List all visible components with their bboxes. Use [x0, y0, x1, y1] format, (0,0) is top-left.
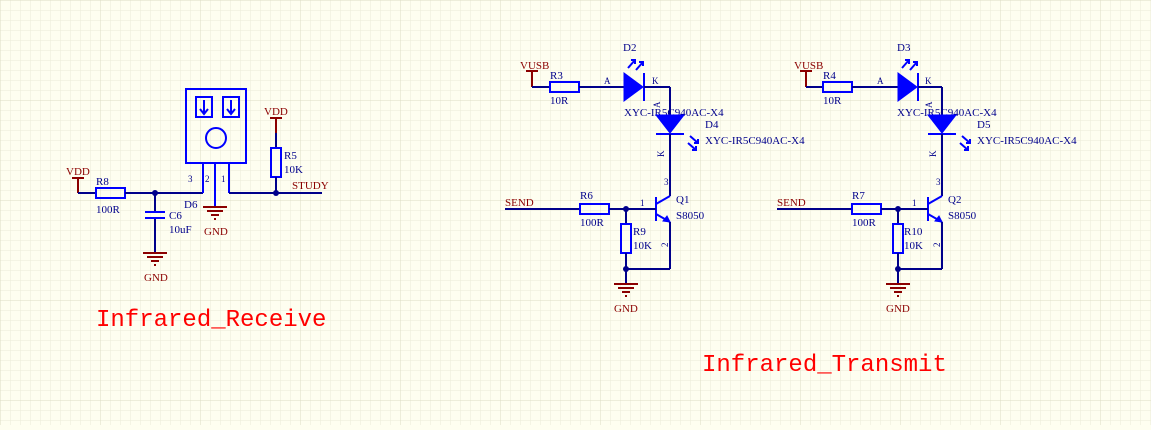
gnd-label-d6: GND: [204, 226, 228, 238]
d6-pin3: 3: [188, 174, 193, 184]
r4-value: 10R: [823, 95, 842, 107]
d5-ref: D5: [977, 119, 991, 131]
d3-pin-a: A: [877, 76, 884, 86]
d2-emission-arrow: [635, 61, 644, 71]
q1-pin3: 3: [664, 177, 669, 187]
ir-receiver-window-right: [222, 96, 240, 118]
q1-ref: Q1: [676, 194, 689, 206]
d3-part: XYC-IR5C940AC-X4: [897, 107, 997, 119]
receive-title: Infrared_Receive: [96, 307, 326, 334]
vusb-power-port-right: VUSB: [794, 60, 823, 87]
r3-value: 10R: [550, 95, 569, 107]
ir-receiver-lens: [205, 127, 227, 149]
c6-value: 10uF: [169, 224, 192, 236]
transmit-title: Infrared_Transmit: [702, 352, 947, 379]
transmit-circuit-left: VUSB R3 10R A D2 K XYC-IR5C940AC-X4 A D4…: [505, 42, 805, 315]
r7-ref: R7: [852, 190, 865, 202]
d5-pin-a: A: [924, 101, 934, 108]
send-net-label-left: SEND: [505, 197, 534, 209]
ir-arrow-left: [199, 100, 209, 116]
d6-ref: D6: [184, 199, 198, 211]
send-net-label-right: SEND: [777, 197, 806, 209]
d5-part: XYC-IR5C940AC-X4: [977, 135, 1077, 147]
vdd-power-port-right: VDD: [264, 106, 288, 133]
r9-ref: R9: [633, 226, 646, 238]
junction: [895, 266, 901, 272]
d5-emission-arrow: [961, 135, 971, 144]
d5-led: [926, 114, 958, 134]
r7-value: 100R: [852, 217, 877, 229]
q1-emitter-arrow: [662, 215, 671, 223]
d4-led: [654, 114, 686, 134]
vusb-power-port-left: VUSB: [520, 60, 549, 87]
r10-value: 10K: [904, 240, 923, 252]
c6-ref: C6: [169, 210, 182, 222]
d4-part: XYC-IR5C940AC-X4: [705, 135, 805, 147]
q1-pin2: 2: [660, 243, 670, 248]
d2-part: XYC-IR5C940AC-X4: [624, 107, 724, 119]
d2-pin-k: K: [652, 76, 659, 86]
r10-ref: R10: [904, 226, 923, 238]
d4-ref: D4: [705, 119, 719, 131]
transmit-circuit-right: VUSB R4 10R A D3 K XYC-IR5C940AC-X4 A D5…: [777, 42, 1077, 315]
vusb-label-right: VUSB: [794, 60, 823, 72]
q1-part: S8050: [676, 210, 705, 222]
d2-led: [623, 72, 644, 102]
junction: [623, 266, 629, 272]
d2-emission-arrow: [627, 59, 636, 69]
d5-pin-k: K: [928, 150, 938, 157]
q2-emitter-arrow: [934, 215, 943, 223]
r8-ref: R8: [96, 176, 109, 188]
d4-emission-arrow: [687, 142, 697, 151]
vdd-label-left: VDD: [66, 166, 90, 178]
ir-receiver-window-left: [195, 96, 213, 118]
q1-pin1: 1: [640, 198, 645, 208]
d3-emission-arrow: [909, 61, 918, 71]
r6-value: 100R: [580, 217, 605, 229]
d4-pin-k: K: [656, 150, 666, 157]
gnd-symbol-c6: [143, 252, 167, 266]
receive-circuit: VDD R8 100R C6 10uF GND 3: [66, 88, 329, 334]
net-label-study: STUDY: [292, 180, 329, 192]
r5-ref: R5: [284, 150, 297, 162]
vdd-label-right: VDD: [264, 106, 288, 118]
d4-emission-arrow: [689, 135, 699, 144]
r3-ref: R3: [550, 70, 563, 82]
d3-led: [897, 72, 918, 102]
q2-pin2: 2: [932, 243, 942, 248]
vdd-power-port-left: VDD: [66, 166, 90, 193]
r4-ref: R4: [823, 70, 836, 82]
gnd-symbol-d6: [203, 206, 227, 220]
q2-pin3: 3: [936, 177, 941, 187]
d6-pin1: 1: [221, 174, 226, 184]
d4-pin-a: A: [652, 101, 662, 108]
d3-ref: D3: [897, 42, 911, 54]
r5-value: 10K: [284, 164, 303, 176]
q2-part: S8050: [948, 210, 977, 222]
gnd-label-left: GND: [614, 303, 638, 315]
d5-emission-arrow: [959, 142, 969, 151]
gnd-symbol-q1: [614, 283, 638, 297]
q2-pin1: 1: [912, 198, 917, 208]
ir-arrow-right: [226, 100, 236, 116]
r6-ref: R6: [580, 190, 593, 202]
d2-ref: D2: [623, 42, 636, 54]
d3-pin-k: K: [925, 76, 932, 86]
d6-pin2: 2: [205, 174, 210, 184]
r9-value: 10K: [633, 240, 652, 252]
d3-emission-arrow: [901, 59, 910, 69]
q2-ref: Q2: [948, 194, 961, 206]
vusb-label-left: VUSB: [520, 60, 549, 72]
r8-value: 100R: [96, 204, 121, 216]
d2-pin-a: A: [604, 76, 611, 86]
gnd-label-right: GND: [886, 303, 910, 315]
gnd-symbol-q2: [886, 283, 910, 297]
gnd-label-c6: GND: [144, 272, 168, 284]
